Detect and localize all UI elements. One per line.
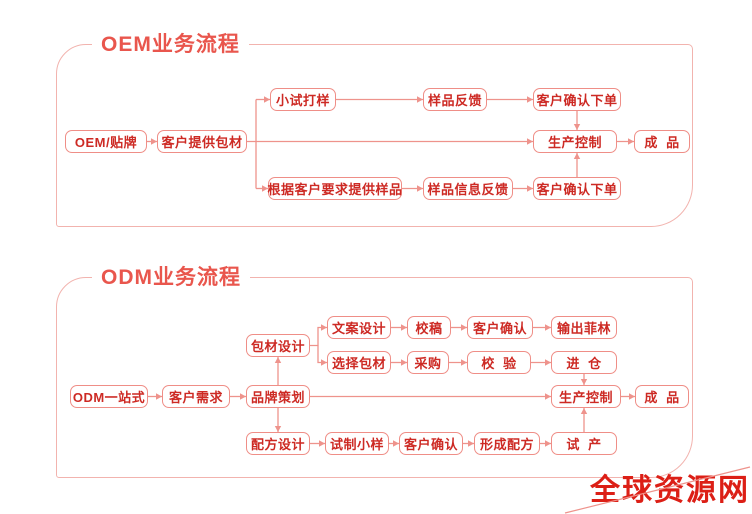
flow-node-odm-0: ODM一站式 [70, 385, 148, 408]
flow-node-oem-4: 客户确认下单 [533, 88, 621, 111]
flow-node-odm-16: 客户确认 [399, 432, 463, 455]
watermark: 全球资源网 [590, 474, 750, 507]
flow-node-oem-5: 生产控制 [533, 130, 617, 153]
flow-frame-odm [56, 277, 693, 478]
flow-node-oem-0: OEM/贴牌 [65, 130, 147, 153]
flow-node-odm-4: 文案设计 [327, 316, 391, 339]
flow-node-odm-10: 校 验 [467, 351, 531, 374]
flow-node-oem-2: 小试打样 [270, 88, 336, 111]
flow-node-odm-9: 采购 [407, 351, 449, 374]
section-title-oem: OEM业务流程 [92, 31, 249, 58]
flow-node-oem-8: 样品信息反馈 [423, 177, 513, 200]
flow-node-oem-3: 样品反馈 [423, 88, 487, 111]
flow-node-odm-3: 包材设计 [246, 334, 310, 357]
flow-node-odm-7: 输出菲林 [551, 316, 617, 339]
flow-node-odm-15: 试制小样 [325, 432, 389, 455]
flow-node-odm-12: 生产控制 [551, 385, 621, 408]
flow-node-odm-1: 客户需求 [162, 385, 230, 408]
flow-node-odm-17: 形成配方 [474, 432, 540, 455]
flow-node-odm-8: 选择包材 [327, 351, 391, 374]
flow-node-oem-7: 根据客户要求提供样品 [268, 177, 402, 200]
flow-node-odm-14: 配方设计 [246, 432, 310, 455]
flow-node-oem-6: 成 品 [634, 130, 690, 153]
flow-node-oem-1: 客户提供包材 [157, 130, 247, 153]
flow-node-odm-11: 进 仓 [551, 351, 617, 374]
flow-node-odm-13: 成 品 [635, 385, 689, 408]
flow-node-oem-9: 客户确认下单 [533, 177, 621, 200]
flow-node-odm-2: 品牌策划 [246, 385, 310, 408]
flow-node-odm-18: 试 产 [551, 432, 617, 455]
flow-node-odm-6: 客户确认 [467, 316, 533, 339]
flow-node-odm-5: 校稿 [407, 316, 451, 339]
section-title-odm: ODM业务流程 [92, 264, 250, 291]
flow-frame-oem [56, 44, 693, 227]
